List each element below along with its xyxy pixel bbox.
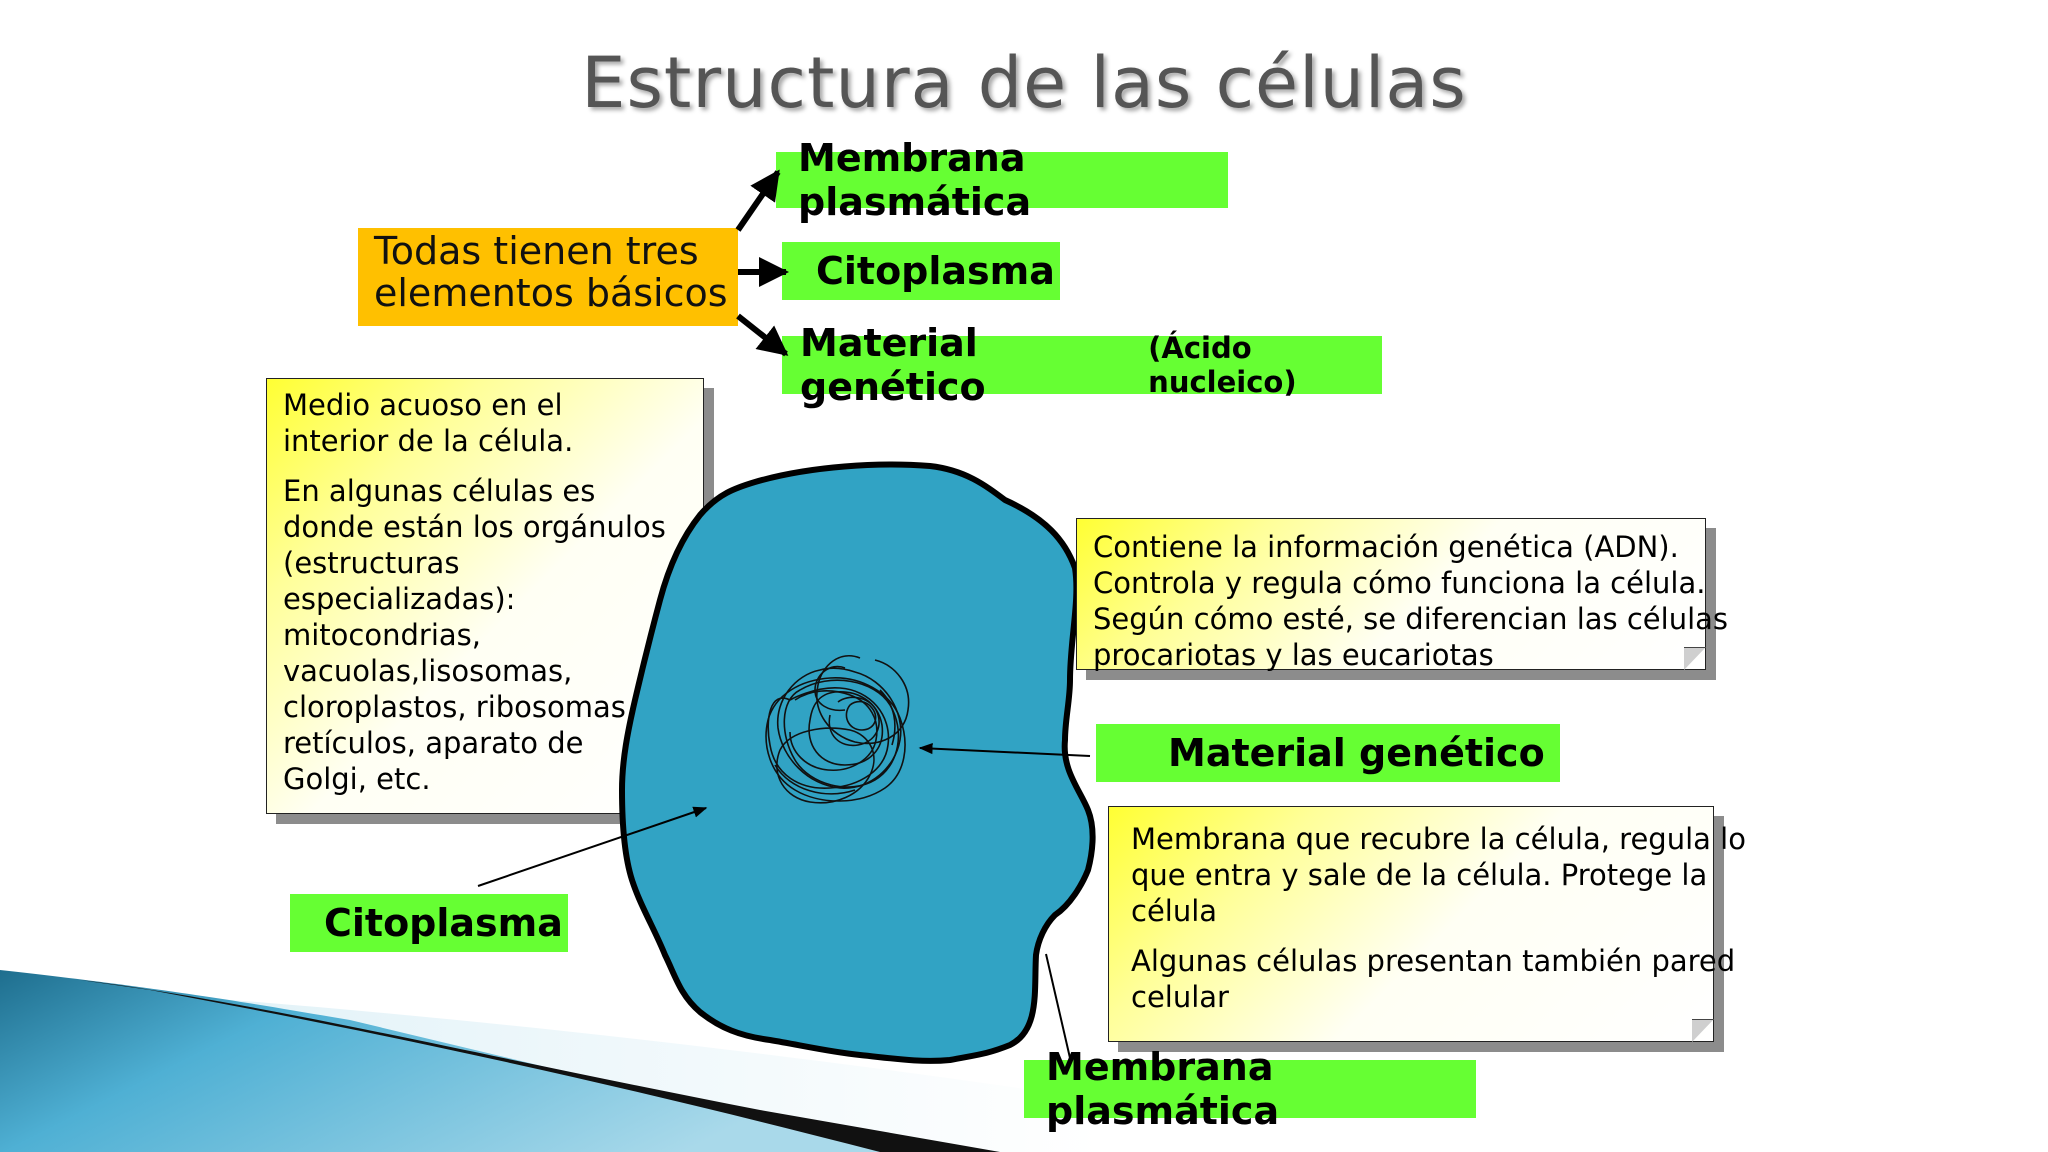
note-line: retículos, aparato de: [283, 726, 584, 760]
note-line: donde están los orgánulos: [283, 510, 666, 544]
note-line: (estructuras: [283, 546, 460, 580]
cytoplasm-note-para-1: Medio acuoso en el interior de la célula…: [283, 387, 703, 459]
component-membrana-label: Membrana plasmática: [798, 136, 1032, 224]
note-line: vacuolas,lisosomas,: [283, 654, 573, 688]
page-fold-icon: [1692, 1019, 1714, 1042]
label-membrana-box: Membrana plasmática: [1024, 1045, 1476, 1133]
component-citoplasma-box: Citoplasma: [782, 242, 1060, 300]
genetic-note: Contiene la información genética (ADN). …: [1076, 518, 1729, 672]
label-citoplasma: Citoplasma: [324, 901, 563, 945]
label-material-box: Material genético: [1096, 724, 1560, 782]
note-line: procariotas y las eucariotas: [1093, 638, 1494, 672]
arrow-to-membrana: [735, 169, 781, 232]
summary-box: Todas tienen tres elementos básicos: [358, 228, 738, 326]
note-line: mitocondrias,: [283, 618, 481, 652]
note-line: Membrana que recubre la célula, regula l…: [1131, 822, 1746, 856]
summary-line-1: Todas tienen tres: [374, 229, 699, 273]
note-line: cloroplastos, ribosomas,: [283, 690, 636, 724]
label-membrana: Membrana plasmática: [1046, 1045, 1280, 1133]
cytoplasm-note-para-2: En algunas células es donde están los or…: [283, 473, 703, 797]
membrane-note-para-2: Algunas células presentan también pared …: [1131, 943, 1736, 1015]
note-line: que entra y sale de la célula. Protege l…: [1131, 858, 1708, 892]
note-line: Medio acuoso en el: [283, 388, 563, 422]
component-citoplasma-label: Citoplasma: [816, 249, 1055, 293]
summary-line-2: elementos básicos: [374, 271, 728, 315]
pointer-citoplasma: [477, 806, 708, 887]
membrane-note: Membrana que recubre la célula, regula l…: [1108, 806, 1746, 1042]
note-line: En algunas células es: [283, 474, 596, 508]
note-line: Algunas células presentan también pared: [1131, 944, 1736, 978]
note-line: Controla y regula cómo funciona la célul…: [1093, 566, 1706, 600]
label-citoplasma-box: Citoplasma: [290, 894, 568, 952]
page-title: Estructura de las células: [581, 42, 1467, 124]
pointer-material: [918, 742, 1091, 757]
pointer-membrana: [1045, 953, 1071, 1059]
component-material-note: (Ácido nucleico): [1148, 331, 1297, 399]
note-line: interior de la célula.: [283, 424, 574, 458]
membrane-note-para-1: Membrana que recubre la célula, regula l…: [1131, 821, 1746, 929]
component-material-label: Material genético: [800, 321, 986, 409]
note-line: Según cómo esté, se diferencian las célu…: [1093, 602, 1729, 636]
note-line: Contiene la información genética (ADN).: [1093, 530, 1679, 564]
note-line: Golgi, etc.: [283, 762, 431, 796]
note-line: célula: [1131, 894, 1218, 928]
nucleus-scribble: [765, 655, 910, 804]
arrow-to-material: [736, 313, 789, 357]
note-line: especializadas):: [283, 582, 516, 616]
label-material: Material genético: [1168, 731, 1545, 775]
note-line: celular: [1131, 980, 1229, 1014]
component-material-box: Material genético (Ácido nucleico): [782, 321, 1382, 409]
component-membrana-box: Membrana plasmática: [776, 136, 1228, 224]
